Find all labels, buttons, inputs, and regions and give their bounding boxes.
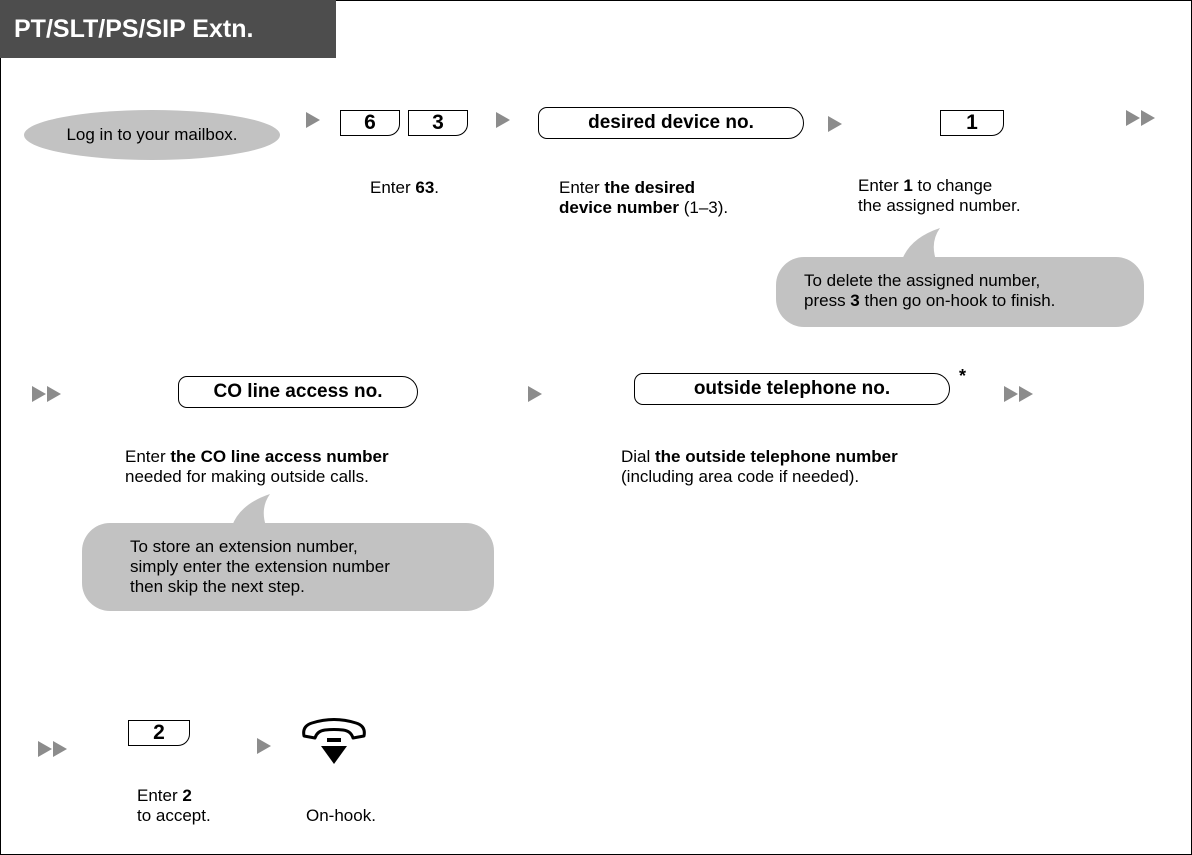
asterisk-note: * — [959, 366, 967, 386]
desc-enter-2: Enter 2 to accept. — [137, 786, 211, 825]
desc-device-number: Enter the desired device number (1–3). — [559, 178, 729, 217]
arrow-icon — [828, 116, 842, 132]
bubble-pointer — [232, 494, 270, 526]
continue-arrows-icon — [1004, 386, 1034, 407]
start-label: Log in to your mailbox. — [66, 125, 238, 144]
desc-enter-1: Enter 1 to change the assigned number. — [858, 176, 1021, 215]
arrow-icon — [528, 386, 542, 402]
continue-arrows-icon — [1126, 110, 1156, 131]
key-3: 3 — [408, 110, 468, 136]
desc-outside-number: Dial the outside telephone number (inclu… — [621, 447, 898, 486]
desired-device-box: desired device no. — [538, 107, 804, 139]
desc-co-line: Enter the CO line access number needed f… — [125, 447, 389, 486]
key-1: 1 — [940, 110, 1004, 136]
outside-telephone-box: outside telephone no. — [634, 373, 950, 405]
desc-enter-63: Enter 63. — [370, 178, 440, 197]
co-line-access-box: CO line access no. — [178, 376, 418, 408]
key-6: 6 — [340, 110, 400, 136]
key-2: 2 — [128, 720, 190, 746]
arrow-icon — [257, 738, 271, 754]
handset-onhook-icon — [302, 718, 366, 764]
continue-arrows-icon — [38, 741, 68, 762]
page-title: PT/SLT/PS/SIP Extn. — [0, 0, 336, 58]
note-extension-bubble: To store an extension number, simply ent… — [82, 523, 494, 611]
continue-arrows-icon — [32, 386, 62, 407]
start-ellipse: Log in to your mailbox. — [24, 110, 280, 160]
note-delete-bubble: To delete the assigned number, press 3 t… — [776, 257, 1144, 327]
desc-onhook: On-hook. — [306, 806, 376, 825]
arrow-icon — [496, 112, 510, 128]
arrow-icon — [306, 112, 320, 128]
bubble-pointer — [902, 228, 940, 260]
